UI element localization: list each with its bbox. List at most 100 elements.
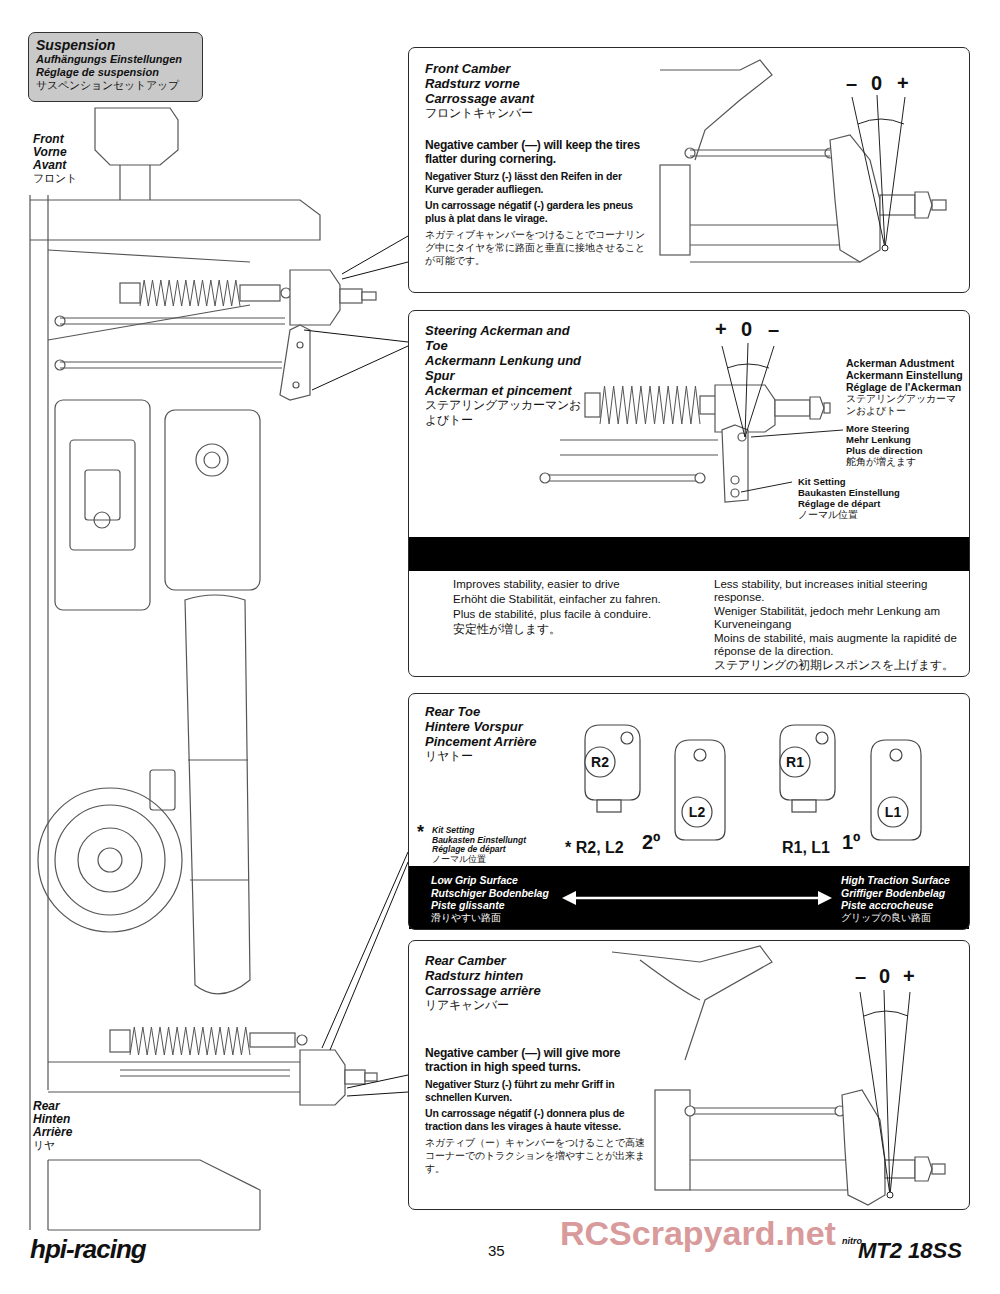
panel-text: Plus de direction (846, 445, 964, 456)
rear-hub-drawing (780, 747, 810, 777)
panel-text: ネガティブ（ー）キャンバーをつけることで高速コーナーでのトラクションを増やすこと… (425, 1136, 647, 1175)
panel-heading: Suspension (36, 37, 202, 53)
setup-panel: Steering Ackerman and ToeAckermann Lenku… (408, 310, 970, 677)
panel-text: ノーマル位置 (798, 509, 938, 520)
steering-drawing (540, 385, 830, 502)
chassis-drawing (120, 283, 140, 303)
chassis-drawing (95, 108, 178, 165)
chassis-drawing (48, 250, 250, 340)
part-name: R1 (780, 754, 810, 770)
side-label: リヤ (33, 1139, 57, 1152)
rear-hub-drawing (597, 800, 621, 812)
black-bar (409, 537, 969, 571)
chassis-drawing (345, 1070, 365, 1084)
ackerman-angle (727, 364, 769, 368)
rear-hub-drawing (585, 725, 921, 840)
leader-line (304, 236, 408, 1096)
panel-text: ステアリングアッカーマンおよびトー (846, 393, 964, 417)
chassis-drawing (290, 270, 340, 325)
panel-heading: Radsturz hinten (425, 968, 625, 983)
chassis-drawing (78, 828, 142, 892)
rear-camber-drawing (690, 1108, 840, 1114)
panel-text: Plus de stabilité, plus facile à conduir… (453, 608, 693, 621)
panel-heading: サスペンションセットアップ (36, 79, 202, 92)
double-arrow (818, 891, 832, 905)
rear-camber-drawing (915, 1157, 932, 1181)
chassis-drawing (30, 200, 320, 240)
panel-text: Negativer Sturz (-) lässt den Reifen in … (425, 170, 653, 195)
panel-text: 安定性が増します。 (453, 623, 693, 636)
part-name: R2 (585, 754, 615, 770)
angle-sign: – (846, 72, 857, 94)
leader-line (342, 236, 408, 279)
rear-camber-drawing (655, 1090, 690, 1190)
shock-spring (130, 280, 700, 1055)
rear-hub-drawing (621, 732, 633, 744)
panel-heading: Radsturz vorne (425, 76, 625, 91)
panel-heading: Rear Toe (425, 704, 625, 719)
rear-camber-drawing (685, 1106, 695, 1116)
chassis-drawing (188, 760, 249, 880)
panel-text: グリップの良い路面 (841, 912, 969, 925)
panel-text: ノーマル位置 (432, 855, 562, 865)
panel-heading: 滑りやすい路面 (431, 912, 581, 925)
panel-text: Réglage de l'Ackerman (846, 381, 964, 393)
rear-camber-drawing (612, 946, 772, 1060)
panel-heading: Rutschiger Bodenbelag (431, 887, 581, 900)
rear-hub-drawing (871, 740, 921, 840)
chassis-drawing (120, 1070, 290, 1076)
angle-sign: + (715, 318, 727, 340)
chassis-drawing (47, 195, 48, 1090)
leader-line (304, 330, 408, 390)
chassis-drawing (30, 108, 377, 1230)
chassis-drawing (362, 292, 376, 300)
angle-sign: + (903, 965, 915, 987)
panel-heading: Carrossage avant (425, 91, 625, 106)
part-name: L1 (878, 804, 908, 820)
part-setting: R1, L1 (782, 838, 830, 857)
panel-text: Improves stability, easier to drive (453, 578, 693, 591)
panel-text: High Traction Surface (841, 874, 969, 887)
chassis-drawing (196, 444, 228, 476)
steering-drawing (824, 403, 830, 413)
angle-sign: 0 (741, 318, 752, 340)
part-setting: * R2, L2 (565, 838, 624, 857)
surface-band: Low Grip SurfaceRutschiger BodenbelagPis… (409, 867, 971, 931)
panel-heading: Rear Camber (425, 953, 625, 968)
steering-drawing (695, 473, 705, 483)
chassis-drawing (55, 360, 65, 370)
page-number: 35 (488, 1242, 505, 1260)
front-camber-drawing (660, 60, 772, 160)
angle-sign: – (855, 965, 866, 987)
chassis-drawing (110, 1030, 130, 1052)
camber-angle (860, 990, 910, 1195)
rear-hub-drawing (694, 749, 706, 761)
chassis-drawing (365, 1073, 377, 1081)
chassis-drawing (340, 289, 362, 303)
rear-hub-drawing (816, 732, 828, 744)
side-label: Front (33, 133, 66, 146)
rear-camber-drawing (842, 1090, 885, 1205)
chassis-drawing (300, 1050, 345, 1105)
panel-text: Griffiger Bodenbelag (841, 887, 969, 900)
rear-hub-drawing (585, 747, 615, 777)
panel-text: Réglage de départ (432, 845, 562, 855)
shock-spring (140, 280, 240, 306)
model-logo: MT2 18SS (858, 1238, 962, 1264)
camber-angle (860, 990, 910, 1198)
side-label: Avant (33, 159, 68, 172)
chassis-drawing (60, 362, 282, 368)
panel-heading: Carrossage arrière (425, 983, 625, 998)
panel-text: Weniger Stabilität, jedoch mehr Lenkung … (714, 605, 964, 631)
panel-text: More Steering (846, 423, 964, 434)
chassis-drawing (48, 1062, 300, 1092)
camber-angle (864, 1011, 908, 1016)
rear-hub-drawing (871, 740, 921, 840)
chassis-drawing (98, 848, 122, 872)
panel-text: Un carrossage négatif (-) gardera les pn… (425, 199, 653, 224)
chassis-drawing (185, 595, 250, 994)
side-label: Arrière (33, 1126, 74, 1139)
note-mark: * (417, 822, 424, 842)
panel-text: 舵角が増えます (846, 456, 964, 467)
